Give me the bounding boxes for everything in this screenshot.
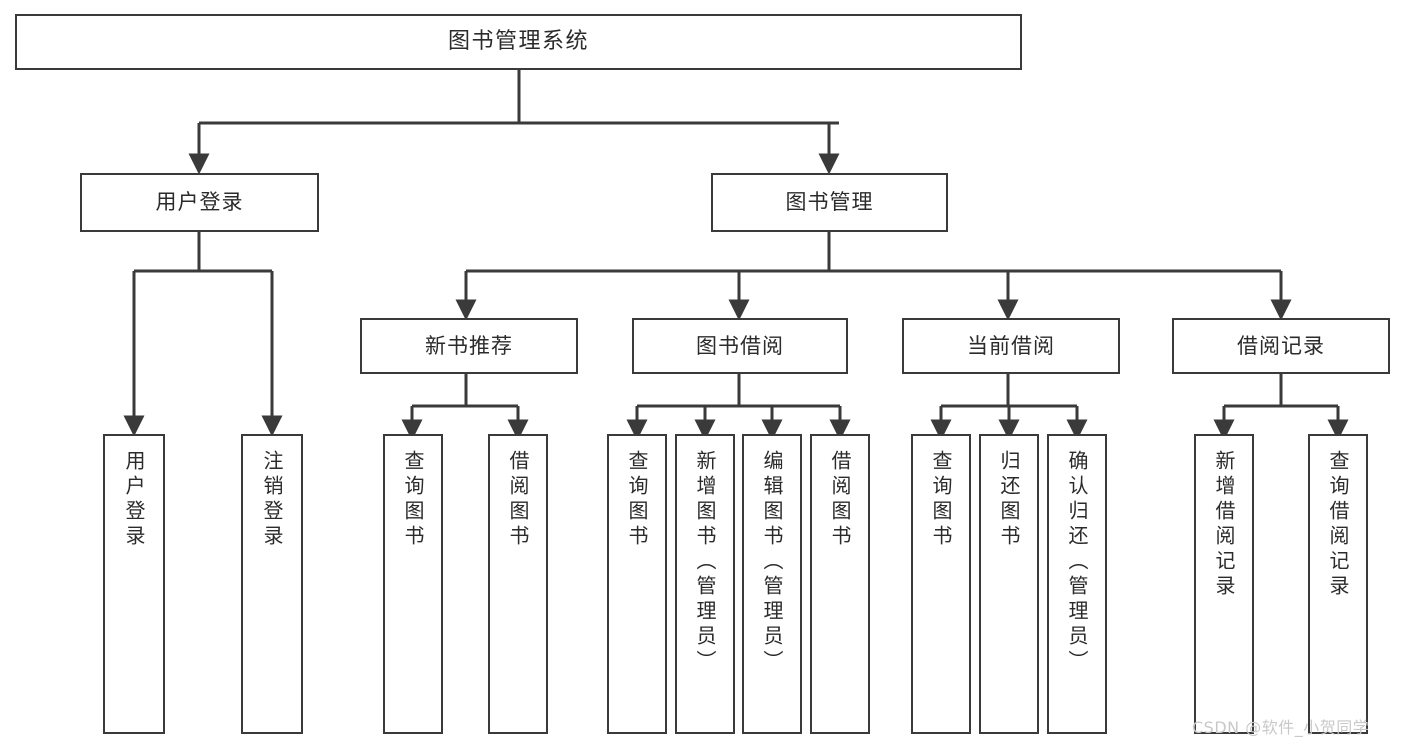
node-label: 新书推荐 (425, 333, 513, 358)
leaf-user-login[interactable]: 用户登录 (103, 434, 165, 734)
leaf-add-book-admin[interactable]: 新增图书（管理员） (675, 434, 735, 734)
node-label: 图书借阅 (696, 333, 784, 358)
leaf-confirm-return-admin[interactable]: 确认归还（管理员） (1047, 434, 1107, 734)
leaf-borrow-query-book[interactable]: 查询图书 (607, 434, 667, 734)
node-label: 新增借阅记录 (1212, 450, 1236, 600)
csdn-watermark: CSDN @软件_小贺同学 (1192, 718, 1370, 737)
node-label: 借阅图书 (828, 450, 852, 550)
node-current-borrow[interactable]: 当前借阅 (902, 318, 1120, 374)
node-user-login[interactable]: 用户登录 (80, 173, 319, 232)
node-label: 用户登录 (155, 190, 244, 215)
node-label: 图书管理系统 (447, 29, 589, 55)
leaf-return-book[interactable]: 归还图书 (979, 434, 1039, 734)
node-book-management[interactable]: 图书管理 (711, 173, 948, 232)
node-label: 借阅图书 (506, 450, 530, 550)
node-label: 借阅记录 (1237, 333, 1325, 358)
node-new-book-recommend[interactable]: 新书推荐 (360, 318, 578, 374)
node-label: 注销登录 (260, 450, 284, 550)
node-label: 归还图书 (997, 450, 1021, 550)
leaf-current-query-book[interactable]: 查询图书 (911, 434, 971, 734)
node-label: 图书管理 (785, 190, 874, 215)
node-label: 确认归还（管理员） (1065, 450, 1089, 675)
leaf-new-book-borrow[interactable]: 借阅图书 (488, 434, 548, 734)
node-root-system[interactable]: 图书管理系统 (15, 14, 1022, 70)
leaf-query-borrow-record[interactable]: 查询借阅记录 (1308, 434, 1368, 734)
node-label: 当前借阅 (967, 333, 1055, 358)
node-label: 查询图书 (625, 450, 649, 550)
node-book-borrow[interactable]: 图书借阅 (632, 318, 848, 374)
node-label: 查询借阅记录 (1326, 450, 1350, 600)
node-label: 新增图书（管理员） (693, 450, 717, 675)
node-label: 编辑图书（管理员） (760, 450, 784, 675)
leaf-new-book-query[interactable]: 查询图书 (383, 434, 443, 734)
node-label: 查询图书 (401, 450, 425, 550)
leaf-edit-book-admin[interactable]: 编辑图书（管理员） (742, 434, 802, 734)
leaf-add-borrow-record[interactable]: 新增借阅记录 (1194, 434, 1254, 734)
leaf-logout[interactable]: 注销登录 (241, 434, 303, 734)
node-label: 用户登录 (122, 450, 146, 550)
leaf-borrow-book[interactable]: 借阅图书 (810, 434, 870, 734)
node-label: 查询图书 (929, 450, 953, 550)
node-borrow-record[interactable]: 借阅记录 (1172, 318, 1390, 374)
